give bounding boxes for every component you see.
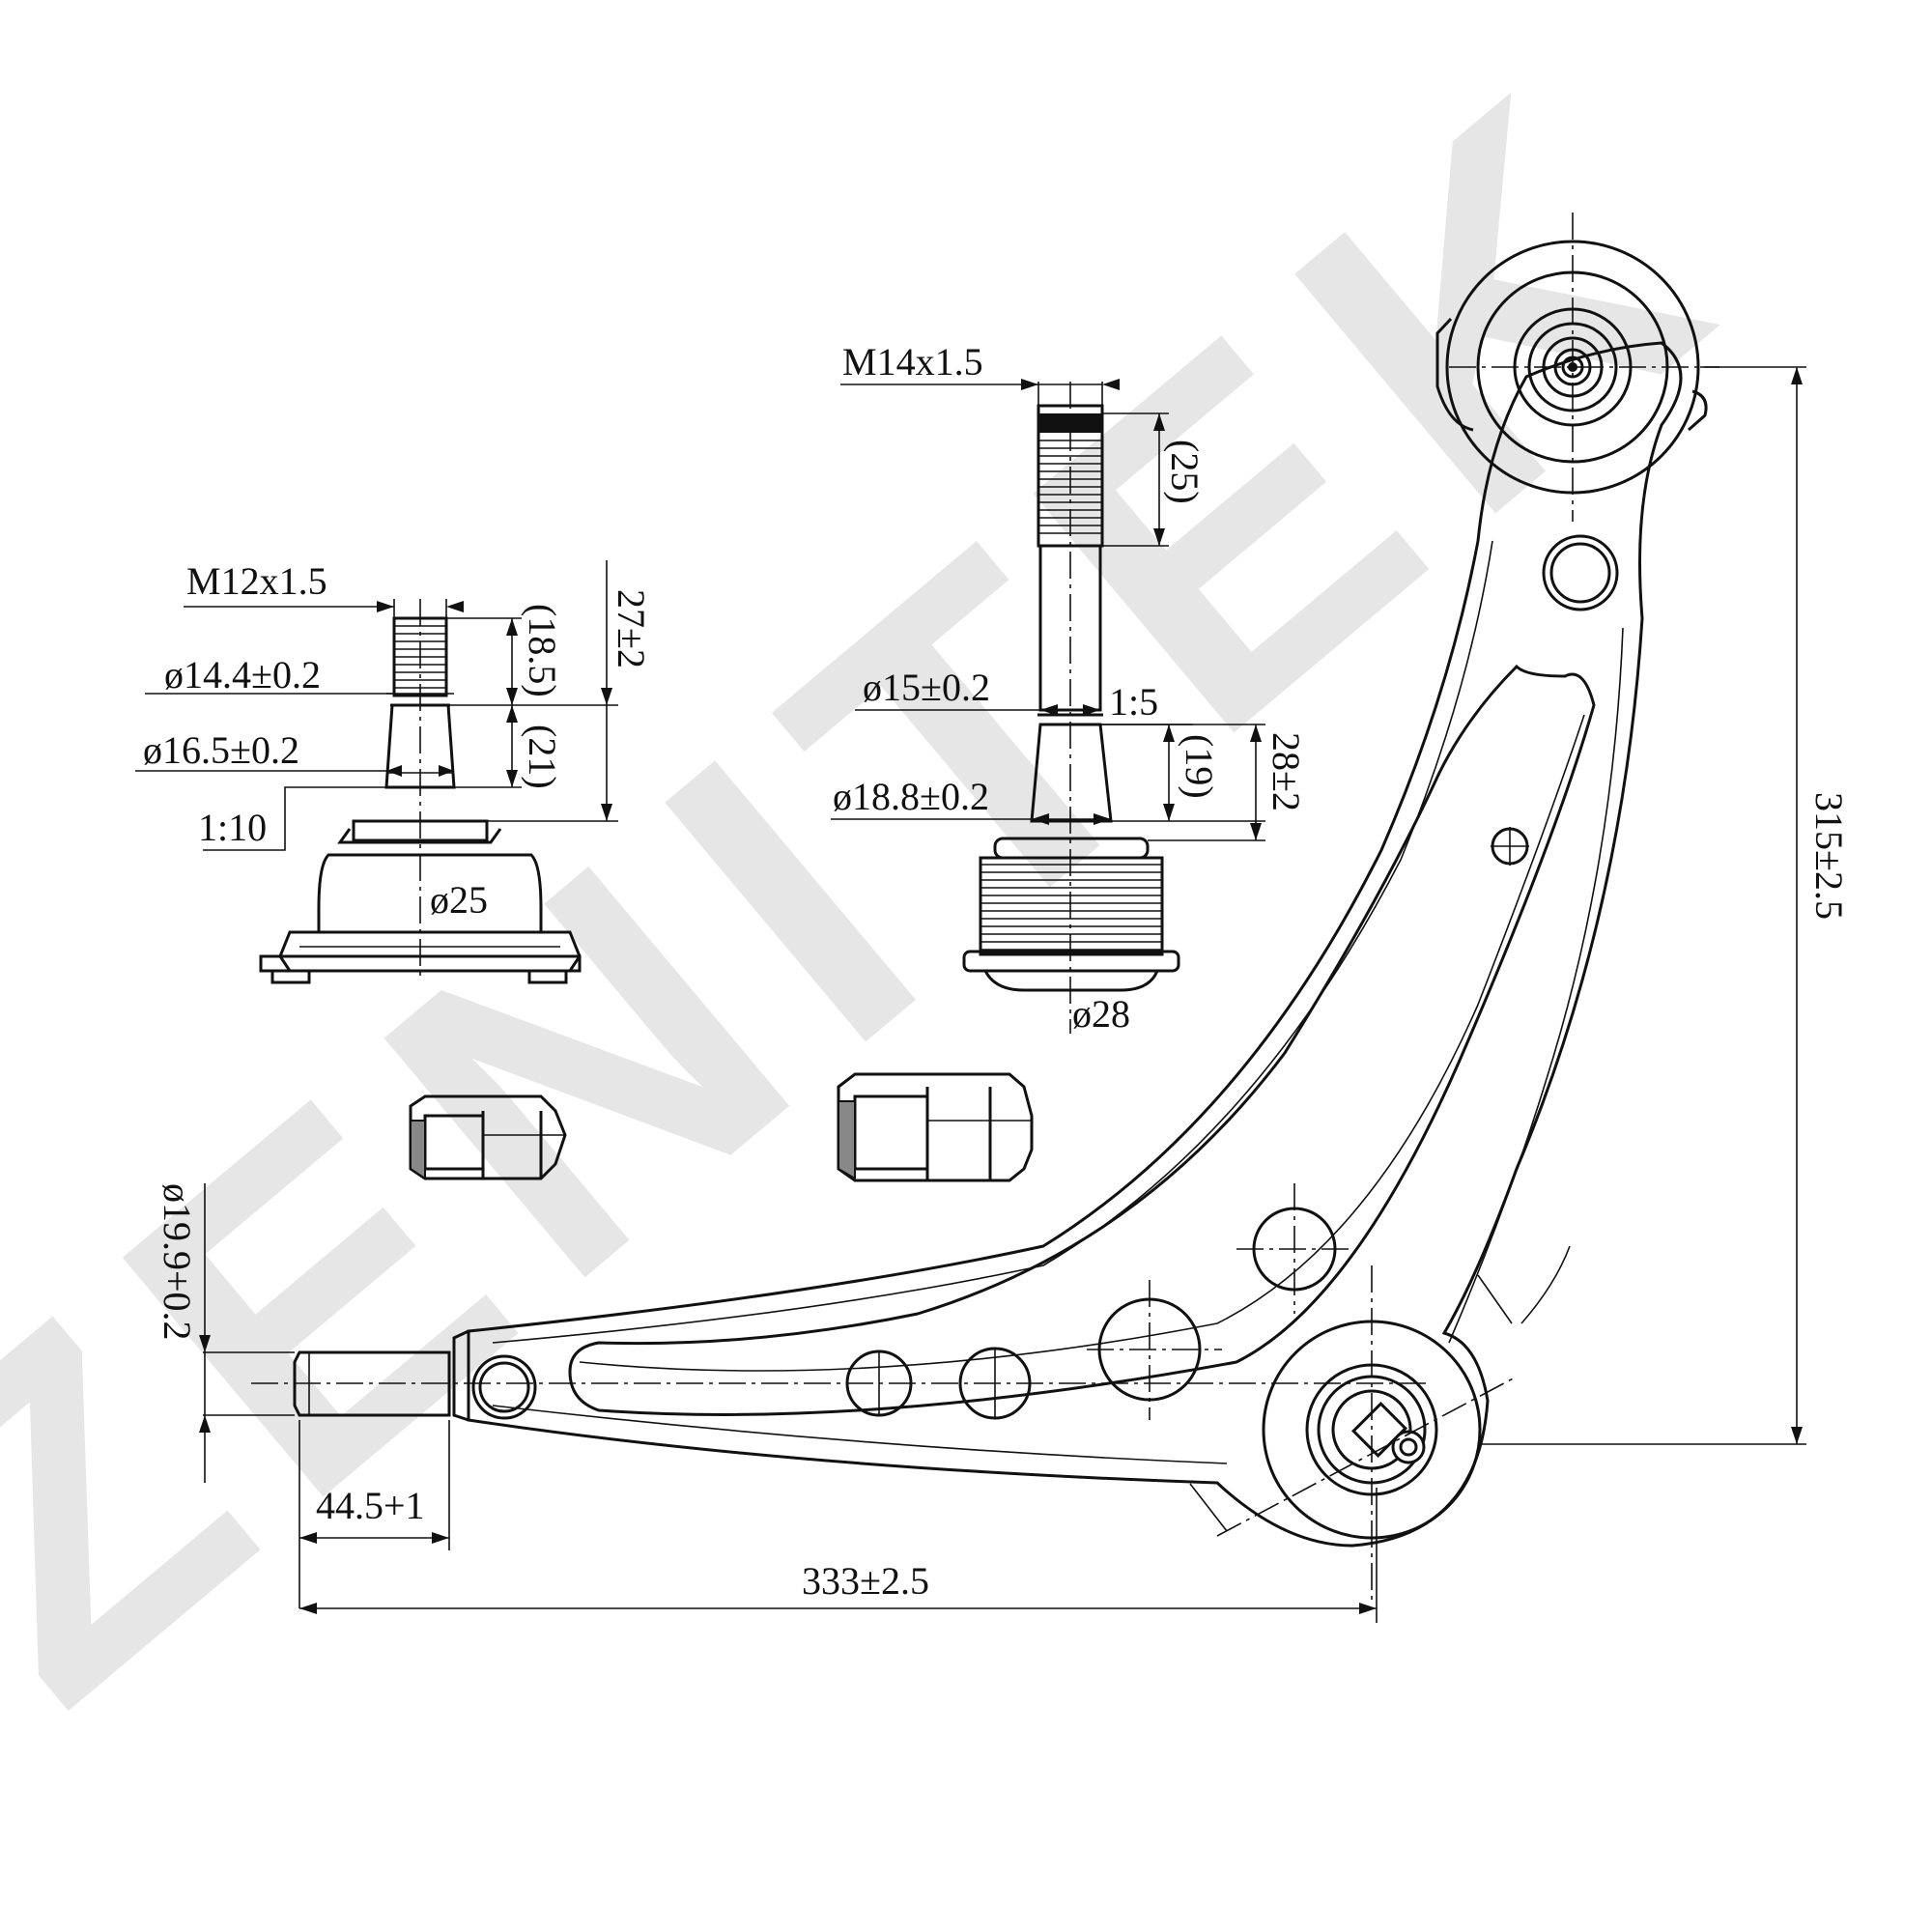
large-ball-joint	[962, 382, 1180, 1034]
label-height-large: 28±2	[1264, 732, 1308, 811]
label-thread-small: M12x1.5	[186, 559, 327, 603]
label-dia-large-top: ø15±0.2	[863, 666, 990, 709]
label-len-large-taper: (19)	[1178, 734, 1221, 799]
control-arm	[452, 341, 1683, 1548]
label-len-bushing: 44.5+1	[316, 1484, 425, 1527]
label-arm-length: 333±2.5	[802, 1559, 929, 1603]
label-height-small: 27±2	[610, 589, 653, 668]
label-dia-small-top: ø14.4±0.2	[164, 653, 321, 696]
small-ball-joint	[259, 599, 582, 984]
arm-holes	[845, 534, 1619, 1420]
label-dia-bushing: ø19.9+0.2	[156, 1183, 199, 1341]
label-dia-large-body: ø28	[1072, 992, 1130, 1036]
dimension-labels: M12x1.5 ø14.4±0.2 ø16.5±0.2 1:10 ø25 (18…	[143, 340, 1851, 1603]
front-bushing	[1435, 213, 1719, 522]
large-nut	[837, 1072, 1034, 1182]
large-joint-dim-lines	[831, 382, 1265, 841]
left-bushing	[293, 1350, 537, 1420]
overall-dim-lines	[203, 366, 1806, 1623]
arrowheads	[199, 367, 1803, 1614]
label-dia-small-body: ø25	[430, 878, 488, 922]
label-len-small-taper: (21)	[521, 724, 564, 789]
rear-joint-housing	[1216, 1265, 1518, 1604]
label-taper-large: 1:5	[1109, 680, 1158, 724]
label-len-large-thread: (25)	[1163, 440, 1207, 504]
label-thread-large: M14x1.5	[842, 340, 983, 384]
label-taper-small: 1:10	[198, 806, 267, 849]
label-dia-small-bottom: ø16.5±0.2	[143, 728, 299, 772]
label-dia-large-bottom: ø18.8±0.2	[833, 775, 989, 818]
label-arm-height: 315±2.5	[1807, 792, 1851, 920]
label-len-small-thread: (18.5)	[521, 604, 564, 697]
small-nut	[409, 1094, 567, 1180]
watermark: ZENITEK	[0, 0, 1815, 1794]
svg-text:ZENITEK: ZENITEK	[0, 0, 1815, 1794]
